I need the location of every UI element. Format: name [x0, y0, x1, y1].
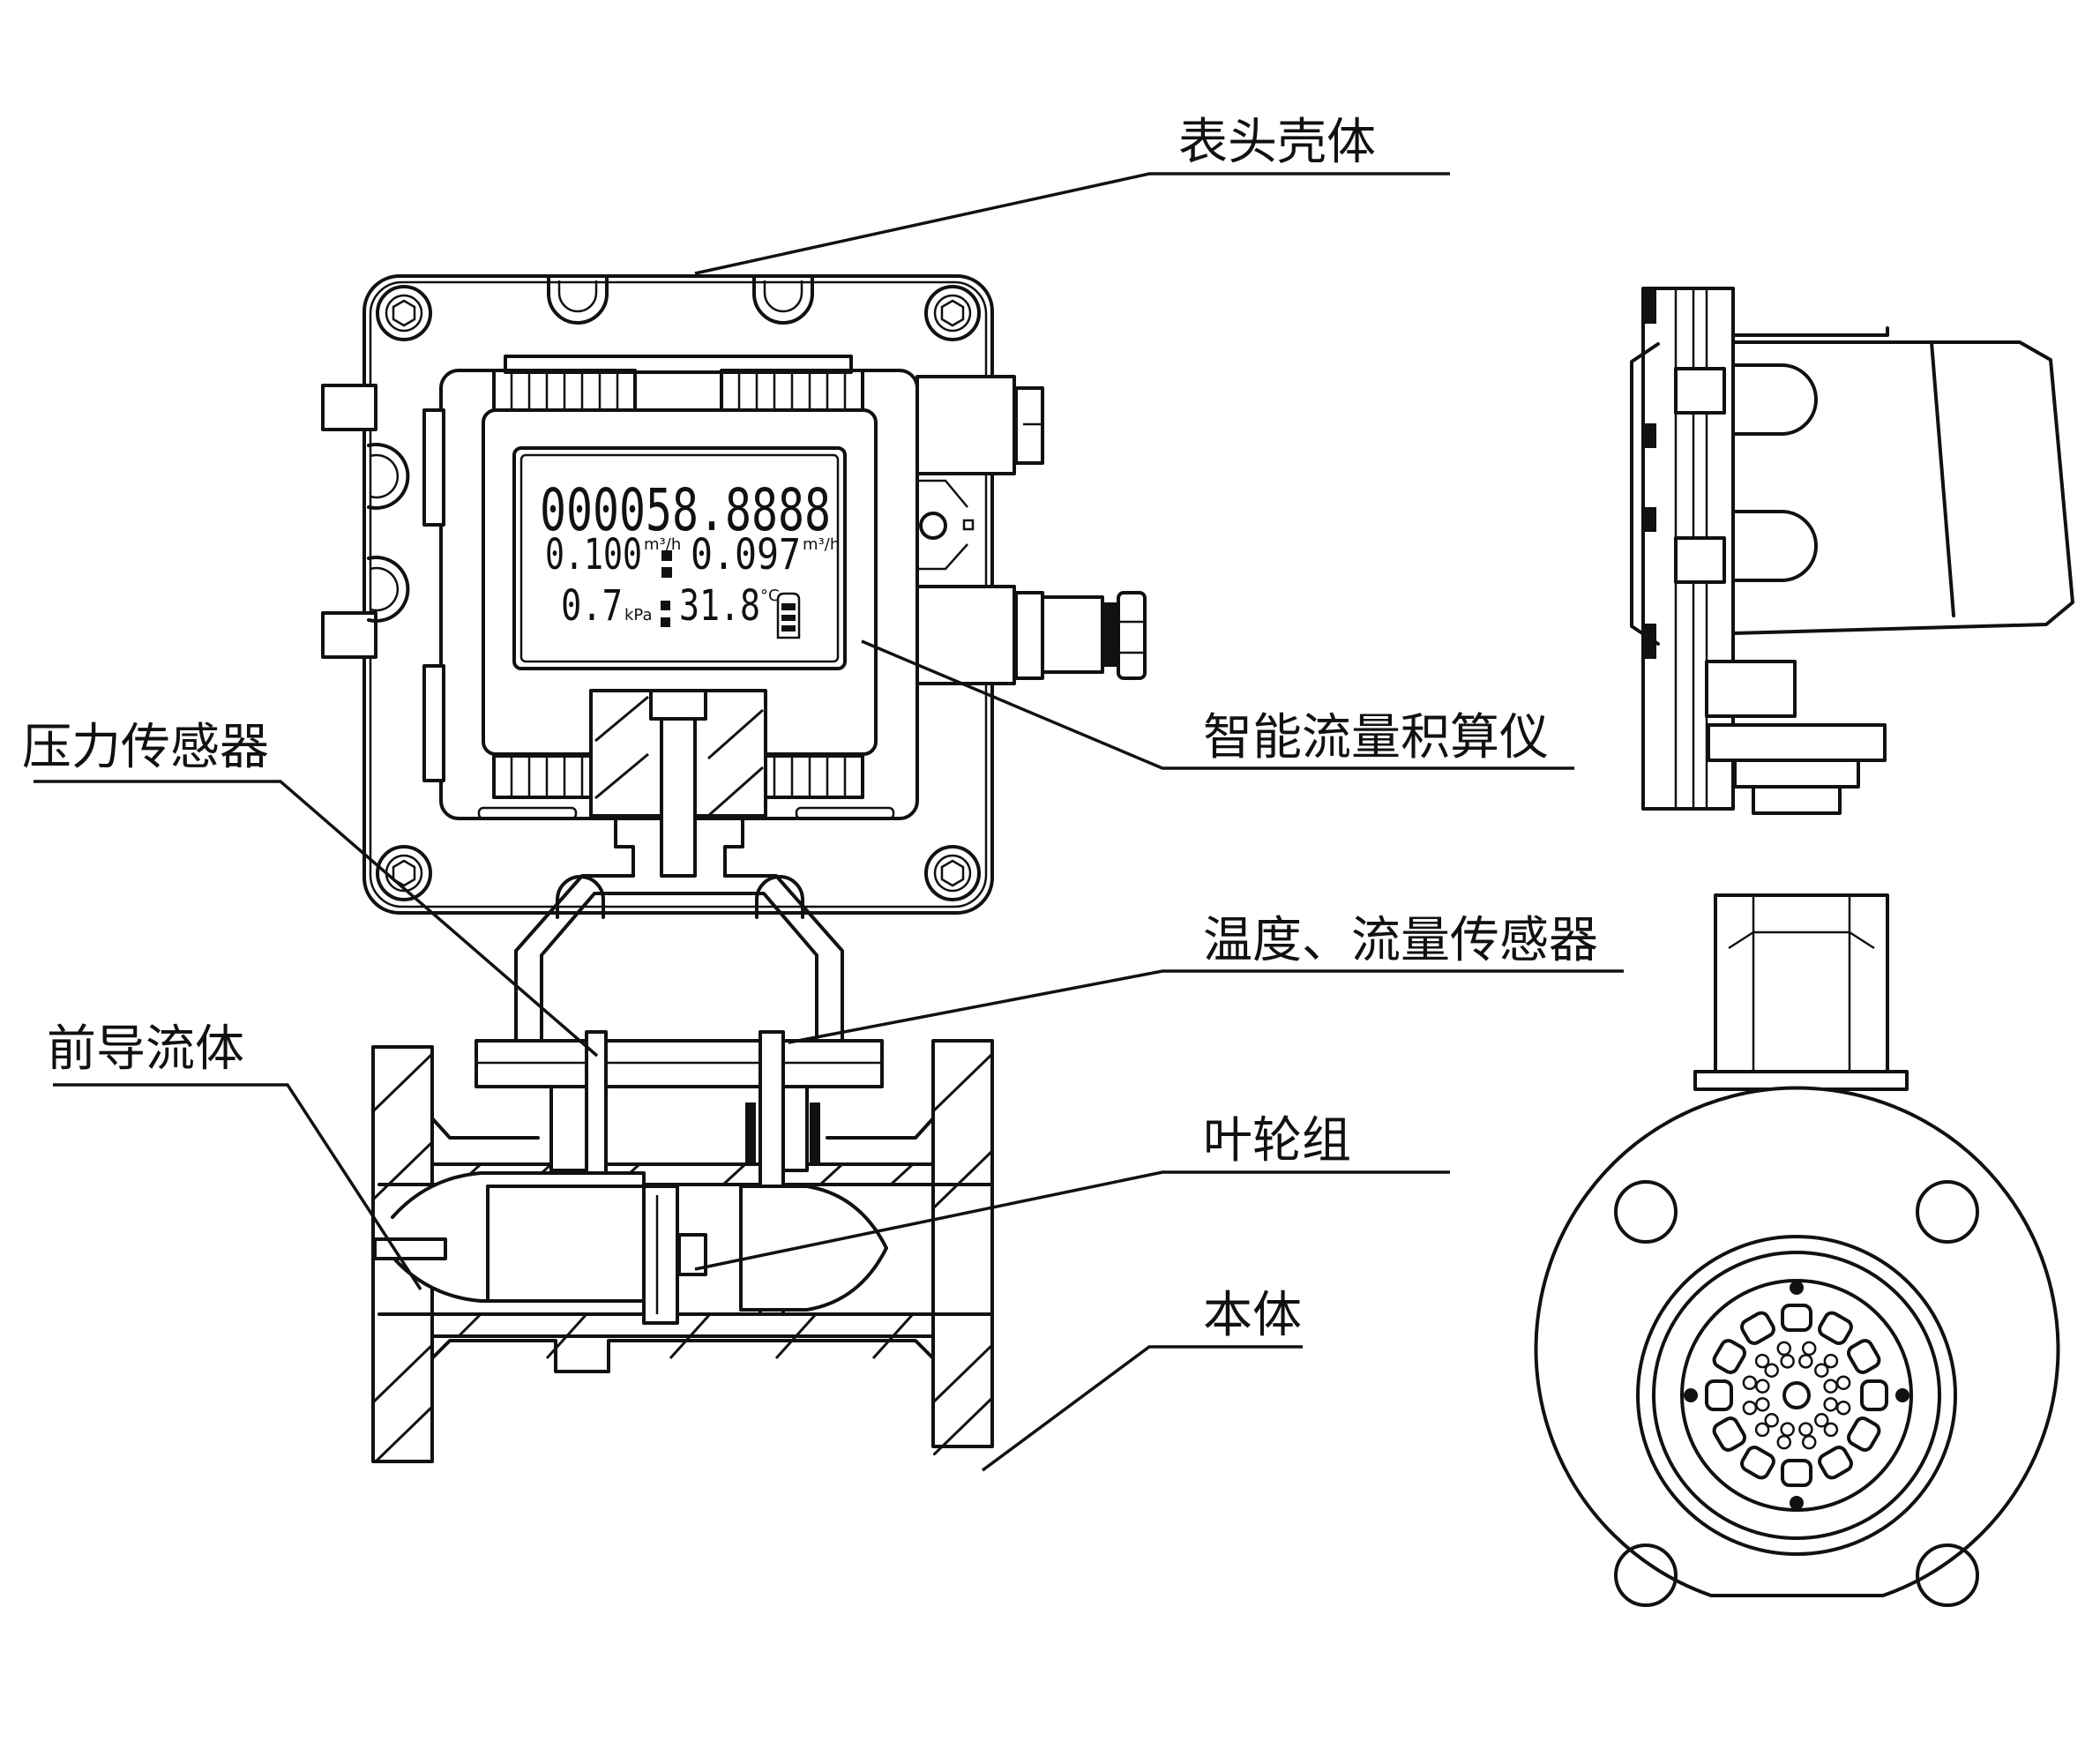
- rotor-blade: [1712, 1339, 1746, 1374]
- battery-icon: [776, 592, 801, 639]
- label-front-flow-guide: 前导流体: [47, 1020, 244, 1078]
- impeller: [642, 1185, 679, 1325]
- meter-housing: [321, 274, 1147, 915]
- rotor-hole: [1764, 1363, 1779, 1378]
- left-hinges: [321, 384, 410, 659]
- temperature-unit: °C: [760, 587, 780, 605]
- rotor-hole: [1754, 1353, 1770, 1369]
- rear-guide: [739, 1185, 888, 1312]
- rotor-hole: [1835, 1400, 1851, 1416]
- rotor-hole: [1798, 1354, 1813, 1369]
- rotor-hole: [1754, 1422, 1770, 1438]
- rotor-blade: [1712, 1416, 1746, 1452]
- rotor-blade: [1847, 1339, 1881, 1374]
- rotor-hole: [1801, 1341, 1817, 1357]
- rotor-hole: [1755, 1379, 1770, 1394]
- pressure-unit: kPa: [624, 606, 653, 624]
- label-pressure-sensor: 压力传感器: [22, 719, 269, 776]
- rotor-hole: [1814, 1363, 1829, 1378]
- pressure-value: 0.7: [561, 581, 623, 631]
- flow-left-unit: m³/h: [644, 535, 681, 554]
- rotor-hole: [1814, 1413, 1829, 1428]
- rotor-blade: [1818, 1446, 1853, 1480]
- rotor-blade: [1818, 1311, 1853, 1345]
- total-volume: 000058.8888: [540, 476, 831, 544]
- label-temp-flow-sensor: 温度、流量传感器: [1203, 912, 1598, 969]
- label-impeller-assembly: 叶轮组: [1203, 1112, 1351, 1170]
- rotor-hole: [1823, 1353, 1839, 1369]
- rotor-hole: [1801, 1434, 1817, 1450]
- rotor-blade: [1740, 1311, 1775, 1345]
- rotor-hole: [1764, 1413, 1779, 1428]
- rotor-blade: [1740, 1446, 1775, 1480]
- top-lugs: [547, 274, 814, 325]
- flow-right-unit: m³/h: [803, 535, 840, 554]
- side-view: [1630, 287, 2074, 815]
- rotor-blade: [1781, 1304, 1812, 1332]
- rotor-hole: [1798, 1422, 1813, 1437]
- rotor-hole: [1776, 1434, 1792, 1450]
- rotor-hole: [1755, 1397, 1770, 1412]
- rotor-hole: [1742, 1400, 1758, 1416]
- rotor-hole: [1742, 1375, 1758, 1391]
- flow-left: 0.100: [545, 530, 642, 579]
- label-flow-totalizer: 智能流量积算仪: [1203, 709, 1549, 766]
- impeller-rotor: [1705, 1304, 1888, 1487]
- neck: [514, 689, 844, 1043]
- label-body: 本体: [1203, 1287, 1302, 1344]
- end-flange: [1534, 1086, 2060, 1597]
- rotor-hole: [1823, 1379, 1838, 1394]
- end-view: [1534, 893, 2060, 1607]
- rotor-hole: [1823, 1422, 1839, 1438]
- rotor-blade: [1781, 1459, 1812, 1487]
- rotor-blade: [1860, 1379, 1888, 1411]
- cable-glands: [915, 370, 1147, 820]
- rotor-hole: [1835, 1375, 1851, 1391]
- rotor-hole: [1776, 1341, 1792, 1357]
- label-meter-housing: 表头壳体: [1178, 114, 1376, 171]
- flow-right: 0.097: [691, 530, 801, 579]
- rotor-hole: [1780, 1354, 1795, 1369]
- temperature-value: 31.8: [679, 581, 760, 631]
- housing-bolts: [376, 285, 981, 901]
- rotor-blade: [1847, 1416, 1881, 1452]
- rotor-hole: [1823, 1397, 1838, 1412]
- callouts: 表头壳体 智能流量积算仪 压力传感器 温度、流量传感器 前导流体 叶轮组 本体: [22, 114, 1624, 1472]
- lcd-screen: [512, 446, 847, 670]
- rotor-hole: [1780, 1422, 1795, 1437]
- lcd-readout: 000058.8888 0.100 m³/h 0.097 m³/h 0.7 kP…: [540, 476, 840, 639]
- flow-body: [371, 1030, 994, 1463]
- rotor-blade: [1705, 1379, 1733, 1411]
